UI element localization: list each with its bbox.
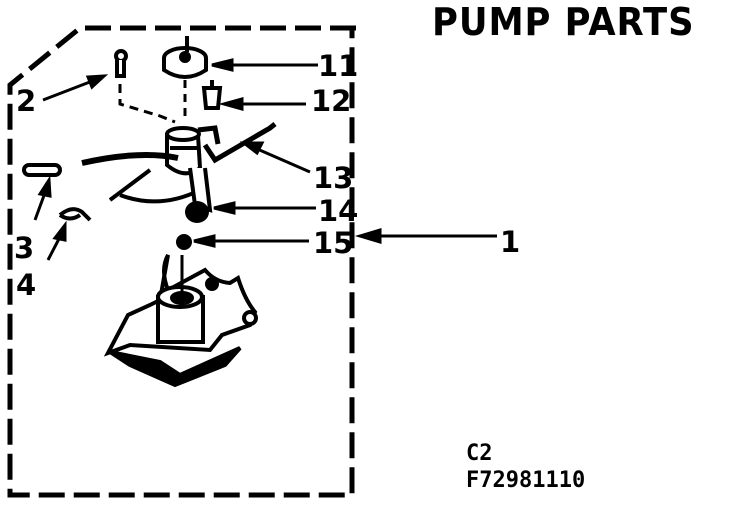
pump-housing-icon xyxy=(103,254,258,388)
cap-part-icon xyxy=(162,36,208,79)
hub-assembly-icon xyxy=(81,126,213,213)
figure-number: F72981110 xyxy=(466,468,586,493)
callout-11: 11 xyxy=(318,49,358,83)
bushing-part-icon xyxy=(201,80,223,110)
sleeve-part-icon xyxy=(22,163,62,177)
callout-12: 12 xyxy=(311,84,351,118)
page-title: PUMP PARTS xyxy=(432,0,695,44)
clip-part-icon xyxy=(58,207,92,222)
callout-15: 15 xyxy=(313,226,353,260)
lever-arm-part-icon xyxy=(197,122,277,164)
callout-13: 13 xyxy=(313,161,353,195)
assembly-boundary xyxy=(7,25,356,498)
callout-4: 4 xyxy=(16,268,36,302)
callout-3: 3 xyxy=(14,231,34,265)
pin-part-icon xyxy=(114,49,128,78)
diagram-code: C2 xyxy=(466,441,493,466)
leader-arrows xyxy=(33,58,497,261)
roller-part-icon xyxy=(185,201,209,223)
callout-2: 2 xyxy=(16,84,36,118)
ball-part-icon xyxy=(176,234,192,250)
callout-1: 1 xyxy=(500,225,520,259)
callout-14: 14 xyxy=(318,194,358,228)
